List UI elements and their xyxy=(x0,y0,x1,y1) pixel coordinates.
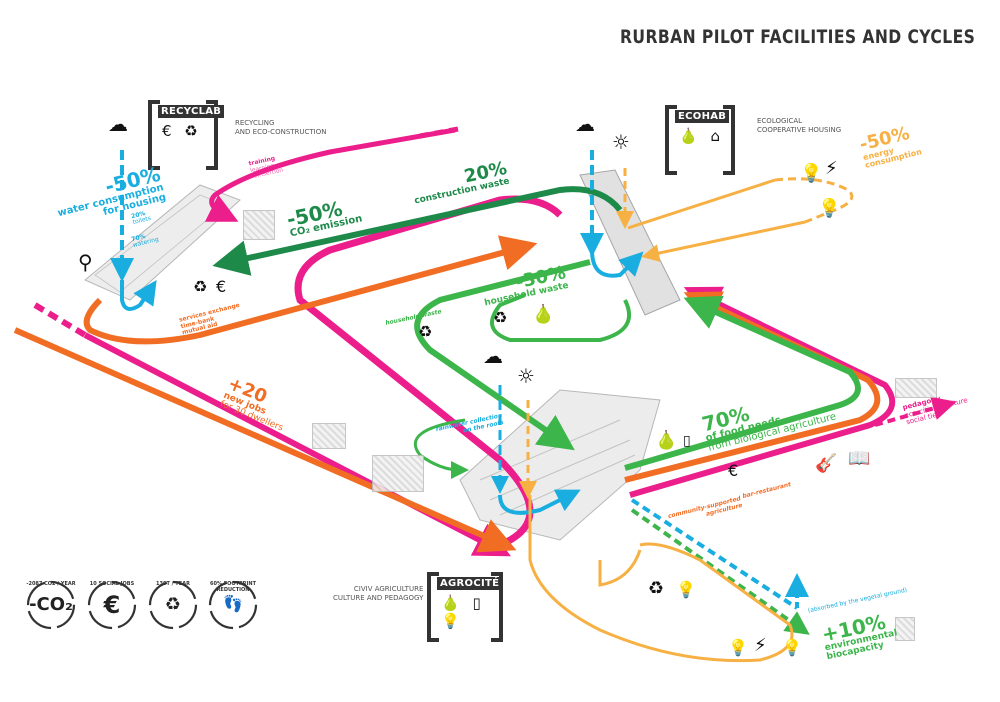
euro-cycle-icon: € xyxy=(216,277,227,296)
euro-cycle-icon: € xyxy=(728,461,739,480)
sun-icon: ☼ xyxy=(612,130,630,154)
badge-arc-text: -2087 CO2 / YEAR xyxy=(26,581,76,587)
rain-cloud-icon: ☁ xyxy=(108,112,128,136)
facility-description-agrocite: CIVIV AGRICULTURE CULTURE AND PEDAGOGY xyxy=(333,585,423,603)
badge-arc-text: 130T / YEAR xyxy=(156,581,190,587)
workshop-sketch xyxy=(312,423,346,449)
facility-ecohab: ECOHAB 🍐 ⌂ xyxy=(665,105,735,175)
social-flow-pink xyxy=(204,127,456,222)
grain-icon: ▯ xyxy=(683,433,691,449)
sun-icon: ☼ xyxy=(517,364,535,388)
cycle-arrows-icon xyxy=(26,580,76,630)
fruit-vegetable-icon: 🍐 ⌂ xyxy=(679,127,724,145)
recycle-bin-icon: ♻ xyxy=(193,277,208,296)
facility-description-recyclab: RECYCLING AND ECO-CONSTRUCTION xyxy=(235,119,327,137)
fruit-vegetable-icon: 🍐 ▯ 💡 xyxy=(441,594,485,630)
bracket-left xyxy=(665,105,677,175)
description-line: CULTURE AND PEDAGOGY xyxy=(333,594,424,603)
description-line: AND ECO-CONSTRUCTION xyxy=(235,128,327,137)
cycle-arrows-icon xyxy=(148,580,198,630)
euro-cycle-icon: € ♻ xyxy=(162,122,202,140)
co2-reduction-icon: -CO₂ xyxy=(29,594,73,615)
facility-tag: ECOHAB xyxy=(675,110,730,123)
description-line: COOPERATIVE HOUSING xyxy=(757,126,842,135)
badge-co2: -2087 CO2 / YEAR -CO₂ xyxy=(24,578,78,632)
badge-waste: 130T / YEAR ♻ xyxy=(146,578,200,632)
bulb-export-icon: 💡 xyxy=(676,580,696,599)
bracket-left xyxy=(148,100,160,170)
bracket-right xyxy=(491,572,503,642)
footprint-icon: 👣 xyxy=(223,594,243,613)
badge-footprint: 60% FOOTPRINT REDUCTION 👣 xyxy=(206,578,260,632)
fruit-vegetable-icon: 🍐 xyxy=(655,430,678,451)
facility-recyclab: RECYCLAB € ♻ xyxy=(148,100,225,170)
rain-cloud-icon: ☁ xyxy=(483,344,503,368)
description-line: CIVIV AGRICULTURE xyxy=(353,585,424,593)
book-icon: 📖 xyxy=(848,448,871,469)
badge-arc-text: 10 SOCIAL JOBS xyxy=(89,581,135,587)
power-pylon-icon: ⚡ xyxy=(754,635,767,656)
bulb-import-icon: 💡 xyxy=(782,638,802,657)
bulb-export-icon: 💡 xyxy=(728,638,748,657)
recycle-bin-export-icon: ♻ xyxy=(493,308,508,327)
facility-description-ecohab: ECOLOGICAL COOPERATIVE HOUSING xyxy=(757,117,841,135)
bracket-left xyxy=(427,572,439,642)
workshop-sketch xyxy=(243,210,275,240)
page-title: RURBAN PILOT FACILITIES AND CYCLES xyxy=(620,26,976,48)
euro-icon: € xyxy=(103,591,121,619)
facility-tag: RECYCLAB xyxy=(158,105,225,118)
co2-flow-darkgreen xyxy=(212,186,623,276)
bracket-right xyxy=(723,105,735,175)
recycle-bin-icon: ♻ xyxy=(164,594,182,615)
badge-arc-text: 60% FOOTPRINT REDUCTION xyxy=(209,581,256,593)
power-pylon-icon: ⚡ xyxy=(825,158,838,179)
bulb-import-icon: 💡 xyxy=(818,198,841,219)
water-tap-icon: ⚲ xyxy=(78,250,93,274)
recycle-bin-down-icon: ♻ xyxy=(418,322,433,341)
economy-flow-orange xyxy=(83,235,538,345)
badge-social-jobs: 10 SOCIAL JOBS € xyxy=(85,578,139,632)
guitar-icon: 🎸 xyxy=(815,453,838,474)
facility-agrocite: AGROCITÉ 🍐 ▯ 💡 xyxy=(427,572,503,642)
fruit-vegetable-icon: 🍐 xyxy=(532,304,555,325)
soil-sketch xyxy=(895,617,915,641)
description-line: ECOLOGICAL xyxy=(757,117,803,125)
cycle-arrows-icon xyxy=(87,580,137,630)
rain-cloud-icon: ☁ xyxy=(575,112,595,136)
description-line: RECYCLING xyxy=(235,119,275,127)
people-sketch xyxy=(895,378,937,398)
bulb-import-icon: 💡 xyxy=(800,163,823,184)
cyclists-sketch xyxy=(372,455,424,492)
recycle-bin-icon: ♻ xyxy=(648,578,665,599)
bracket-right xyxy=(206,100,218,170)
cycle-arrows-icon xyxy=(208,580,258,630)
facility-tag: AGROCITÉ xyxy=(437,577,503,590)
waste-flow-green xyxy=(414,259,591,451)
